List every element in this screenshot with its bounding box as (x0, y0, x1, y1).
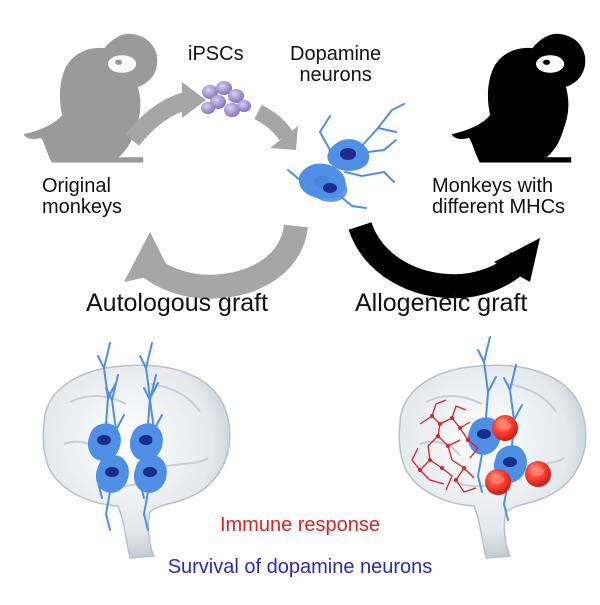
mhc-monkey-icon (451, 33, 586, 163)
autologous-arrow-icon (124, 223, 308, 299)
culture-arrow-icon (125, 82, 206, 146)
ipsc-cluster-icon (201, 81, 251, 117)
dopamine-neurons-label: Dopamine neurons (290, 43, 382, 86)
surviving-neurons-icon (87, 342, 168, 531)
differentiation-arrow-icon (254, 104, 298, 150)
dopamine-neurons-icon (287, 103, 405, 209)
allogeneic-graft-label: Allogeneic graft (355, 289, 528, 317)
autologous-graft-label: Autologous graft (86, 289, 269, 317)
immune-cells-icon (485, 415, 551, 495)
original-monkey-icon (23, 33, 158, 163)
monkeys-mhc-label: Monkeys with different MHCs (432, 175, 566, 218)
allogeneic-brain-icon (398, 364, 587, 559)
immune-response-legend: Immune response (219, 514, 381, 536)
original-monkeys-label: Original monkeys (42, 175, 123, 218)
ipscs-label: iPSCs (188, 43, 244, 65)
survival-legend: Survival of dopamine neurons (167, 556, 433, 578)
immune-network-icon (411, 399, 479, 493)
autologous-brain-icon (42, 364, 231, 559)
allogeneic-arrow-icon (348, 221, 540, 299)
rejected-neurons-icon (467, 336, 528, 521)
